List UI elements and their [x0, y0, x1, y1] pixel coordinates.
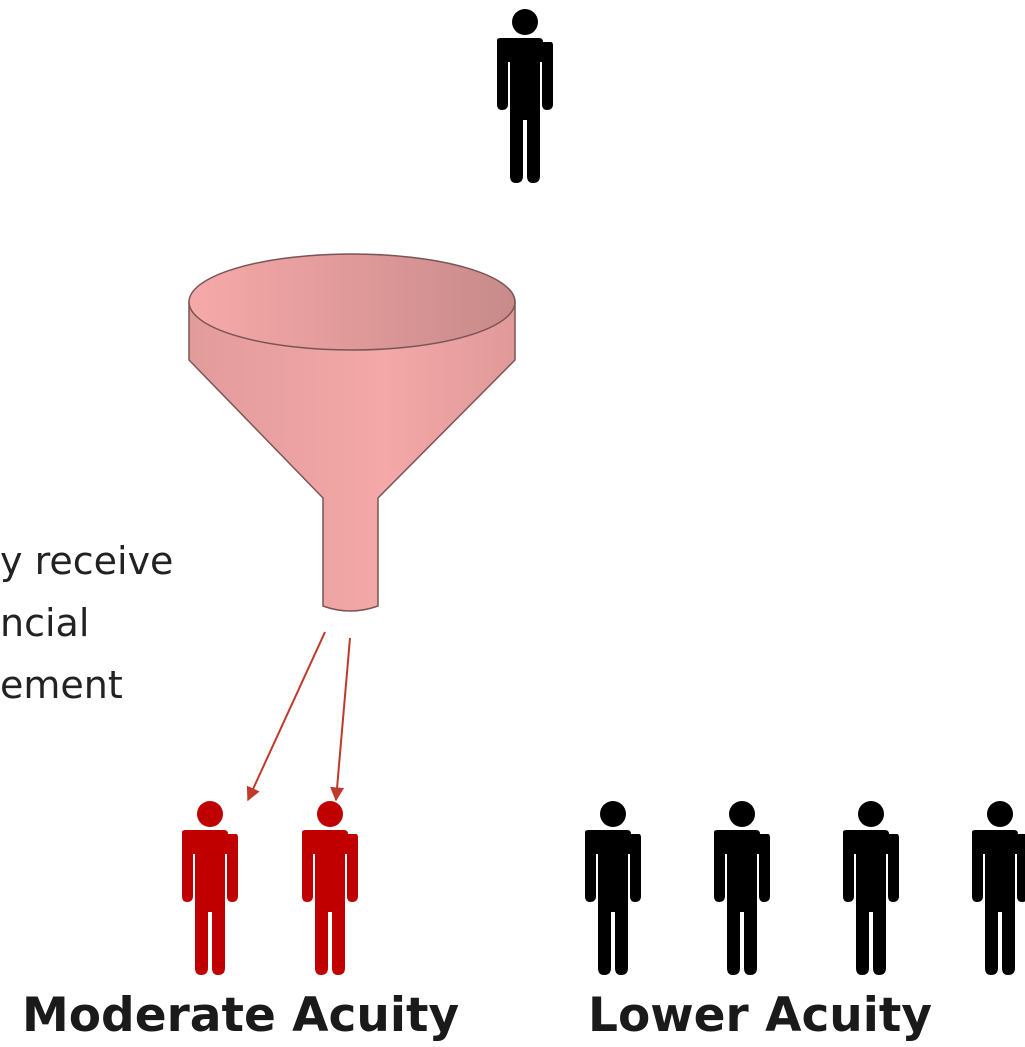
moderate-acuity-label: Moderate Acuity — [22, 988, 460, 1043]
lower-acuity-label: Lower Acuity — [588, 988, 932, 1043]
funnel-icon — [188, 253, 516, 612]
side-text-line-2: ncial — [0, 601, 90, 645]
lower-person-icon — [972, 801, 1025, 975]
side-description-text: y receive ncial ement — [0, 530, 173, 716]
lower-person-icon — [714, 801, 770, 975]
lower-acuity-group — [585, 801, 1025, 975]
arrow-to-moderate-2 — [330, 637, 351, 802]
arrow-to-moderate-1 — [246, 631, 326, 802]
routing-arrows — [246, 631, 351, 802]
side-text-line-1: y receive — [0, 539, 174, 583]
lower-person-icon — [585, 801, 641, 975]
moderate-person-icon — [302, 801, 358, 975]
lower-person-icon — [843, 801, 899, 975]
side-text-line-3: ement — [0, 663, 123, 707]
incoming-person-icon — [497, 9, 553, 183]
funnel-body — [188, 301, 516, 612]
moderate-person-icon — [182, 801, 238, 975]
funnel-rim — [188, 253, 516, 351]
moderate-acuity-group — [182, 801, 358, 975]
